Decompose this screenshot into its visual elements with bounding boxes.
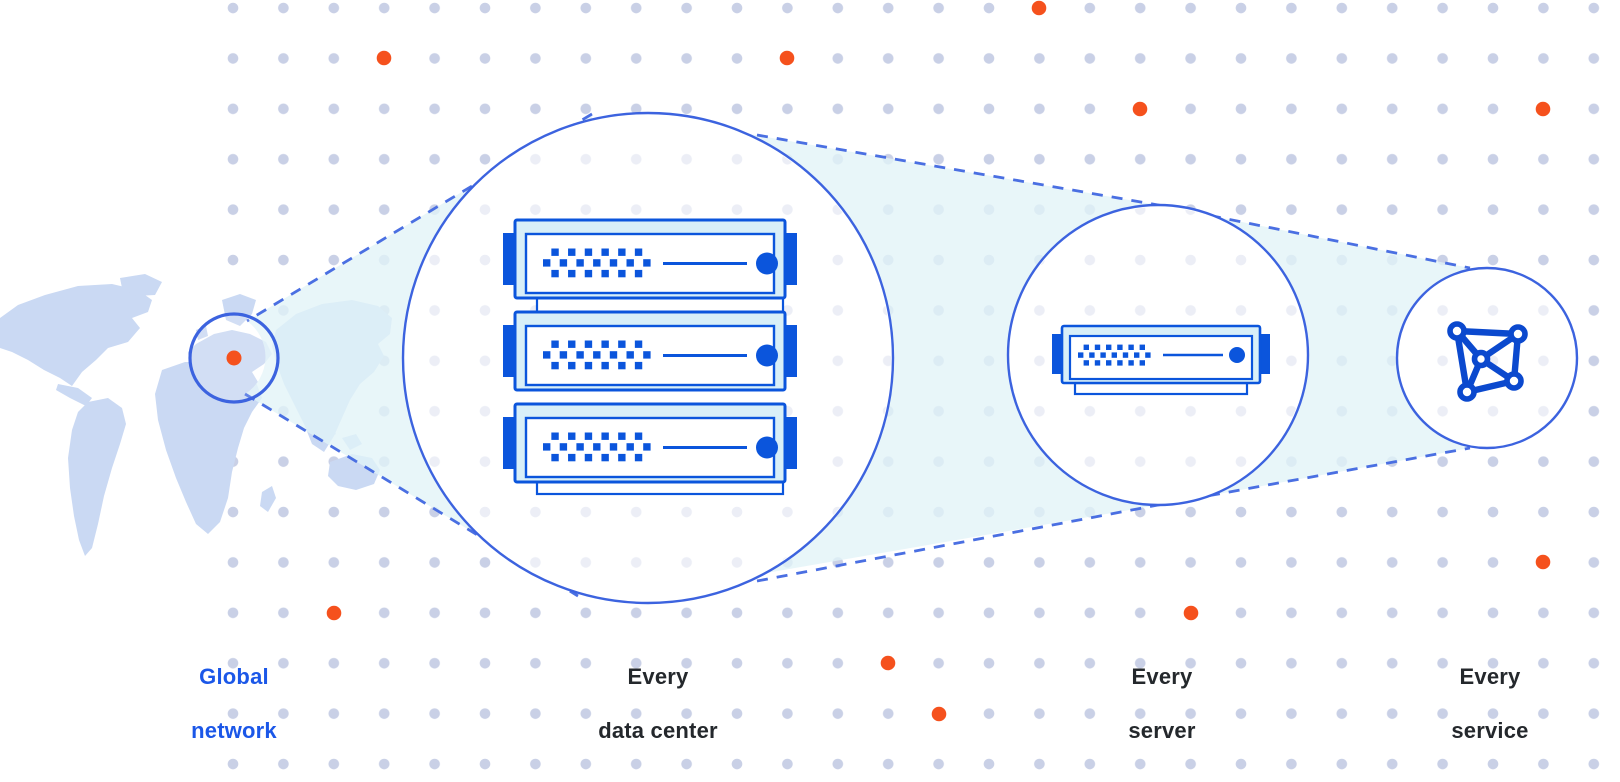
orange-accent-dots — [326, 0, 1551, 722]
led-matrix — [543, 340, 651, 370]
led-matrix — [543, 248, 651, 278]
caption-line: service — [1451, 718, 1529, 743]
server-icon — [1052, 324, 1270, 396]
led-matrix — [1078, 344, 1151, 366]
caption-every-data-center: Every data center — [538, 663, 778, 744]
caption-line: Every — [1459, 664, 1521, 689]
caption-global-network: Global network — [114, 663, 354, 744]
led-matrix — [543, 432, 651, 462]
caption-line: Global — [199, 664, 269, 689]
location-dot-icon — [226, 350, 242, 366]
network-mesh-icon — [1447, 321, 1528, 402]
caption-line: Every — [1131, 664, 1193, 689]
caption-line: data center — [598, 718, 718, 743]
caption-line: network — [191, 718, 277, 743]
caption-every-service: Every service — [1370, 663, 1610, 744]
caption-line: server — [1128, 718, 1196, 743]
caption-line: Every — [627, 664, 689, 689]
server-rack-icon — [501, 218, 799, 496]
caption-every-server: Every server — [1042, 663, 1282, 744]
